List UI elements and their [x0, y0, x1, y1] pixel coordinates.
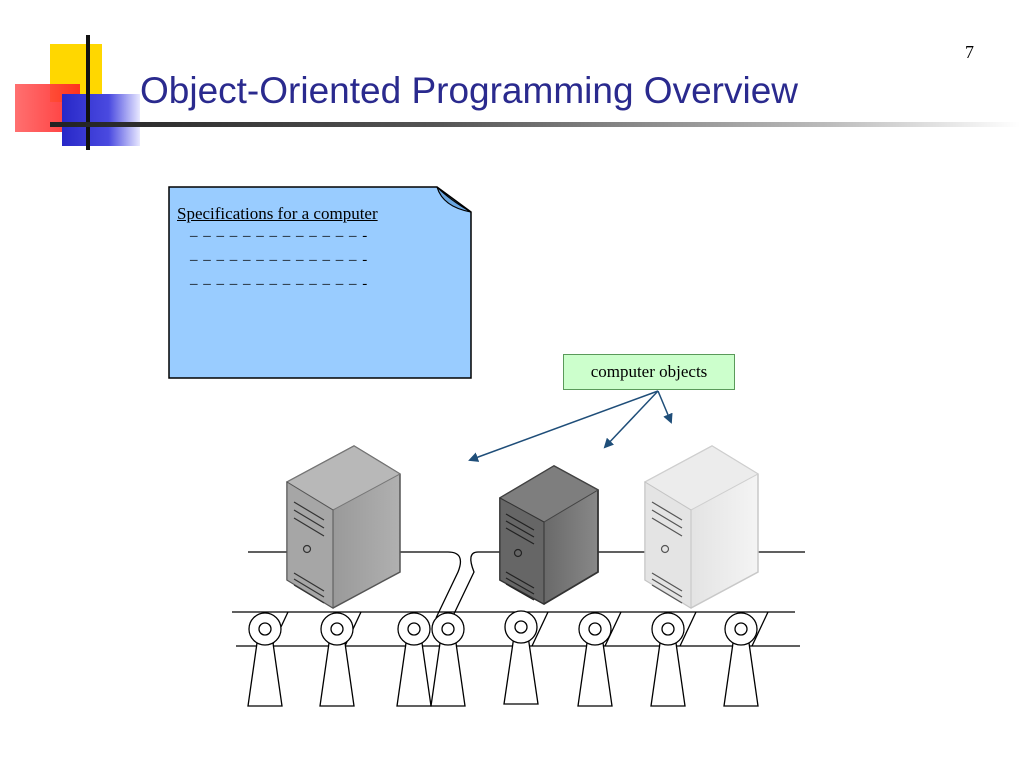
roller-5: [503, 610, 539, 705]
slide-number: 7: [965, 42, 974, 62]
computer-objects-label: computer objects: [563, 354, 735, 390]
arrow-to-second-computer: [603, 390, 659, 449]
computer-object-medium-gray: [285, 445, 402, 609]
roller-4: [430, 612, 466, 707]
title-rule: [50, 122, 1020, 127]
computer-object-light-gray: [643, 445, 760, 609]
note-heading: Specifications for a computer: [177, 204, 378, 223]
note-placeholder-line-1: – – – – – – – – – – – – – -: [190, 228, 369, 244]
roller-7: [650, 612, 686, 707]
logo-vertical-bar: [86, 35, 90, 150]
arrow-to-first-computer: [468, 390, 659, 462]
conveyor-rollers: [247, 610, 759, 707]
slide-title: Object-Oriented Programming Overview: [140, 70, 798, 111]
logo-blue-square: [62, 94, 140, 146]
arrow-to-third-computer: [657, 390, 673, 424]
note-placeholder-line-3: – – – – – – – – – – – – – -: [190, 276, 369, 292]
roller-8: [723, 612, 759, 707]
callout-arrows: [468, 390, 673, 462]
logo-decoration: [0, 0, 150, 150]
note-placeholder-line-2: – – – – – – – – – – – – – -: [190, 252, 369, 268]
roller-1: [247, 612, 283, 707]
roller-3: [396, 612, 432, 707]
roller-2: [319, 612, 355, 707]
computer-object-dark-gray: [498, 464, 600, 606]
roller-6: [577, 612, 613, 707]
specification-note: [168, 186, 472, 379]
